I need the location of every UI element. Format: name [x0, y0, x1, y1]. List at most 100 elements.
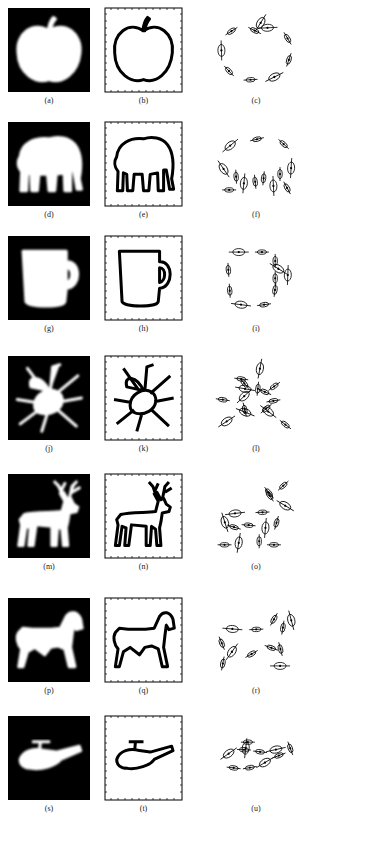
- axis-tick: [125, 356, 126, 358]
- center-dot: [277, 267, 280, 270]
- contour-plot: [105, 8, 182, 92]
- center-dot: [223, 521, 226, 524]
- ellipse-mark: [282, 31, 293, 45]
- axis-tick: [180, 432, 182, 433]
- ellipse: [280, 420, 290, 429]
- axis-line: [255, 14, 266, 31]
- axis-line: [227, 525, 240, 529]
- axis-tick: [118, 236, 119, 238]
- axis-tick: [180, 729, 182, 730]
- ellipse: [240, 177, 248, 190]
- axis-tick: [180, 764, 182, 765]
- axis-tick: [105, 263, 107, 264]
- center-dot: [222, 398, 224, 400]
- ellipse-mark: [267, 380, 281, 392]
- ellipse: [218, 44, 225, 56]
- ellipse: [218, 397, 228, 403]
- axis-tick: [180, 390, 182, 391]
- center-dot: [220, 642, 223, 645]
- center-dot: [274, 277, 276, 279]
- panel-label: (d): [29, 210, 69, 220]
- axis-tick: [180, 411, 182, 412]
- axis-tick: [105, 785, 107, 786]
- axis-tick: [180, 156, 182, 157]
- axis-tick: [180, 529, 182, 530]
- axis-tick: [111, 356, 112, 358]
- ellipse: [261, 405, 275, 418]
- axis-tick: [180, 263, 182, 264]
- axis-tick: [132, 438, 133, 440]
- axis-tick: [180, 722, 182, 723]
- center-dot: [266, 27, 268, 29]
- axis-tick: [180, 425, 182, 426]
- center-dot: [229, 144, 232, 147]
- axis-tick: [105, 667, 107, 668]
- ellipse: [244, 523, 253, 528]
- ellipse: [285, 55, 292, 65]
- axis-tick: [105, 536, 107, 537]
- ellipse-mark: [219, 656, 226, 671]
- axis-tick: [105, 618, 107, 619]
- axis-line: [268, 382, 279, 390]
- axis-tick: [118, 556, 119, 558]
- axis-tick: [180, 14, 182, 15]
- axis-tick: [111, 598, 112, 600]
- axis-tick: [180, 543, 182, 544]
- axis-tick: [180, 56, 182, 57]
- axis-tick: [105, 21, 107, 22]
- ellipse: [252, 136, 262, 142]
- center-dot: [249, 766, 252, 769]
- contour-line: [115, 17, 173, 80]
- axis-line: [280, 420, 291, 428]
- axis-tick: [167, 556, 168, 558]
- ellipse: [224, 66, 233, 76]
- axis-tick: [180, 149, 182, 150]
- center-dot: [279, 173, 281, 175]
- axis-tick: [105, 270, 107, 271]
- axis-tick: [105, 362, 107, 363]
- ellipse: [237, 376, 246, 381]
- silhouette-image: [8, 236, 90, 320]
- axis-tick: [105, 743, 107, 744]
- panel-label: (t): [124, 804, 164, 814]
- ellipse: [250, 27, 260, 35]
- ellipse: [243, 740, 252, 744]
- axis-tick: [180, 536, 182, 537]
- axis-line: [218, 416, 235, 427]
- axis-tick: [105, 369, 107, 370]
- ellipse-model: [7, 14, 295, 196]
- axis-tick: [105, 28, 107, 29]
- axis-tick: [118, 798, 119, 800]
- center-dot: [273, 544, 275, 546]
- center-dot: [256, 138, 259, 141]
- center-dot: [289, 747, 292, 750]
- axis-tick: [105, 163, 107, 164]
- axis-tick: [180, 362, 182, 363]
- axis-tick: [105, 63, 107, 64]
- ellipse-mark: [264, 643, 279, 652]
- axis-tick: [105, 625, 107, 626]
- ellipse: [272, 285, 277, 294]
- ellipse: [217, 162, 230, 176]
- axis-tick: [132, 556, 133, 558]
- center-dot: [222, 662, 225, 665]
- axis-tick: [105, 729, 107, 730]
- axis-tick: [167, 798, 168, 800]
- axis-tick: [146, 204, 147, 206]
- ellipse: [273, 274, 277, 283]
- ellipse: [233, 249, 245, 256]
- axis-tick: [180, 646, 182, 647]
- axis-tick: [105, 418, 107, 419]
- center-dot: [223, 544, 225, 546]
- center-dot: [267, 410, 270, 413]
- ellipse-mark: [218, 512, 231, 533]
- axis-tick: [105, 764, 107, 765]
- axis-tick: [146, 474, 147, 476]
- axis-tick: [118, 318, 119, 320]
- center-dot: [286, 37, 289, 40]
- axis-tick: [180, 611, 182, 612]
- axis-tick: [180, 487, 182, 488]
- ellipse: [235, 300, 248, 308]
- ellipse: [255, 384, 260, 393]
- ellipse: [257, 537, 261, 546]
